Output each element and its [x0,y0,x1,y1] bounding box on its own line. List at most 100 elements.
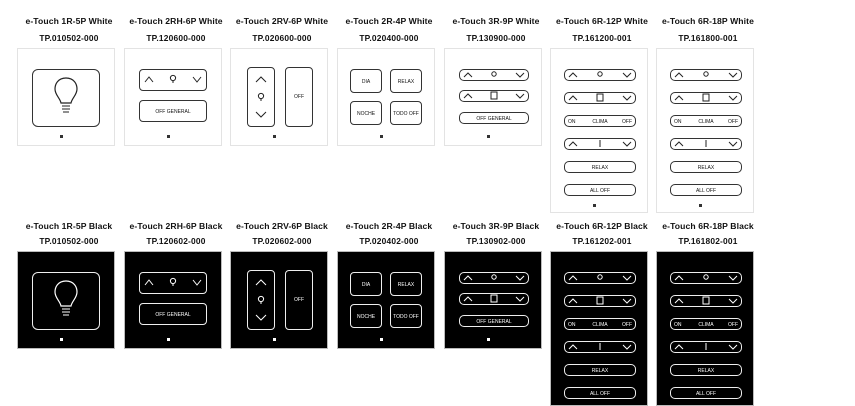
product-code: TP.020400-000 [359,33,419,43]
blind-icons [674,93,738,102]
chevron-icons [463,274,525,281]
blind-icons [674,296,738,305]
product-name[interactable]: e-Touch 3R-9P White [452,16,540,26]
product-code: TP.161802-001 [678,236,738,246]
product-image[interactable] [17,251,115,349]
chevron-icons [144,277,202,286]
product-name[interactable]: e-Touch 6R-12P White [556,16,648,26]
product-name[interactable]: e-Touch 6R-12P Black [556,221,648,231]
product-image[interactable]: ON CLIMA OFF RELAX ALL OFF [656,48,754,213]
bulb-icon [54,280,78,316]
product-image[interactable]: OFF [230,251,328,349]
product-image[interactable]: OFF GENERAL [124,251,222,349]
chevron-icons [674,274,738,281]
blind-icons [463,294,525,303]
all-off-button: ALL OFF [670,387,742,399]
rocker-dimmer [139,272,207,294]
dimmer-row [670,272,742,284]
product-image[interactable]: DIA RELAX NOCHE TODO OFF [337,251,435,349]
off-general-button: OFF GENERAL [139,100,207,122]
product-code: TP.130902-000 [466,236,526,246]
thermometer-icon [568,140,632,147]
product-name[interactable]: e-Touch 2RH-6P Black [129,221,223,231]
all-off-button: ALL OFF [564,184,636,196]
dimmer-row [564,69,636,81]
product-name[interactable]: e-Touch 2R-4P Black [345,221,433,231]
blind-row [670,295,742,307]
touch-area [32,272,100,330]
scene-button-dia: DIA [350,69,382,93]
thermometer-icon [674,140,738,147]
blind-icons [568,296,632,305]
product-image[interactable]: DIA RELAX NOCHE TODO OFF [337,48,435,146]
scene-button-noche: NOCHE [350,101,382,125]
brand-logo [273,135,287,138]
brand-logo [60,338,74,341]
product-code: TP.161200-001 [572,33,632,43]
chevron-icons [674,71,738,78]
blind-row [564,295,636,307]
clima-row: ON CLIMA OFF [564,115,636,127]
brand-logo [380,135,394,138]
chevron-icons [463,71,525,78]
product-name[interactable]: e-Touch 2RV-6P Black [236,221,328,231]
blind-icons [568,93,632,102]
product-image[interactable]: ON CLIMA OFF RELAX ALL OFF [550,48,648,213]
dimmer-row [459,272,529,284]
chevron-icons [144,74,202,83]
touch-area [32,69,100,127]
temperature-row [670,341,742,353]
blind-row [670,92,742,104]
brand-logo [167,338,181,341]
product-code: TP.020600-000 [252,33,312,43]
product-code: TP.161800-001 [678,33,738,43]
off-general-button: OFF GENERAL [459,112,529,124]
product-image[interactable]: OFF [230,48,328,146]
temperature-row [670,138,742,150]
clima-row: ON CLIMA OFF [564,318,636,330]
blind-icons [463,91,525,100]
product-name[interactable]: e-Touch 2R-4P White [345,16,433,26]
vertical-rocker [247,270,275,330]
product-name[interactable]: e-Touch 6R-18P Black [662,221,754,231]
relax-button: RELAX [564,364,636,376]
product-code: TP.120602-000 [146,236,206,246]
off-general-button: OFF GENERAL [139,303,207,325]
product-image[interactable]: OFF GENERAL [124,48,222,146]
brand-logo [380,338,394,341]
rocker-icons [255,279,267,321]
blind-row [564,92,636,104]
product-name[interactable]: e-Touch 2RV-6P White [235,16,329,26]
product-name[interactable]: e-Touch 3R-9P Black [452,221,540,231]
product-code: TP.010502-000 [39,33,99,43]
clima-row: ON CLIMA OFF [670,115,742,127]
relax-button: RELAX [670,161,742,173]
product-name[interactable]: e-Touch 1R-5P White [25,16,113,26]
thermometer-icon [674,343,738,350]
temperature-row [564,138,636,150]
relax-button: RELAX [670,364,742,376]
brand-logo [273,338,287,341]
rocker-icons [255,76,267,118]
scene-button-todo-off: TODO OFF [390,304,422,328]
product-image[interactable]: OFF GENERAL [444,251,542,349]
rocker-dimmer [139,69,207,91]
scene-button-relax: RELAX [390,69,422,93]
product-name[interactable]: e-Touch 6R-18P White [662,16,754,26]
off-button: OFF [285,270,313,330]
scene-button-todo-off: TODO OFF [390,101,422,125]
product-code: TP.120600-000 [146,33,206,43]
product-name[interactable]: e-Touch 1R-5P Black [25,221,113,231]
product-image[interactable] [17,48,115,146]
dimmer-row [670,69,742,81]
relax-button: RELAX [564,161,636,173]
product-image[interactable]: ON CLIMA OFF RELAX ALL OFF [656,251,754,406]
product-image[interactable]: ON CLIMA OFF RELAX ALL OFF [550,251,648,406]
dimmer-row [564,272,636,284]
product-image[interactable]: OFF GENERAL [444,48,542,146]
off-button: OFF [285,67,313,127]
product-name[interactable]: e-Touch 2RH-6P White [129,16,223,26]
clima-row: ON CLIMA OFF [670,318,742,330]
brand-logo [699,204,713,207]
blind-row [459,293,529,305]
